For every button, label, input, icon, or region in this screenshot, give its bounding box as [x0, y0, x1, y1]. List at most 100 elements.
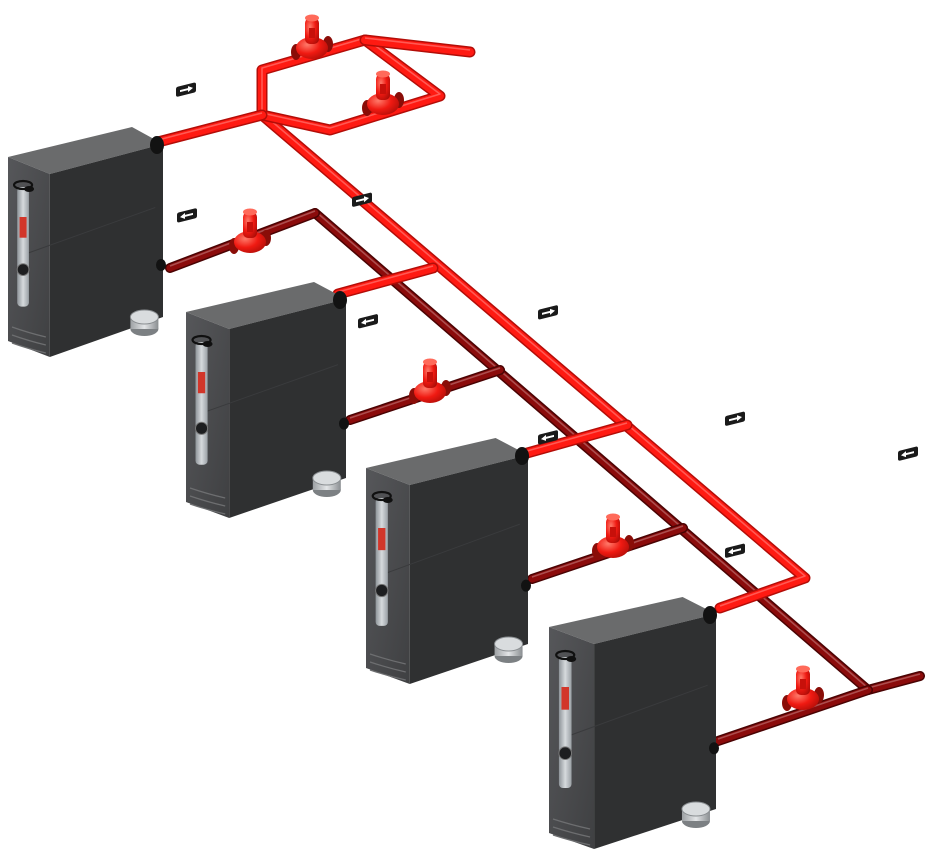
pump-terminal-box [427, 372, 433, 382]
boiler-display [378, 528, 386, 551]
arrow-glyph [180, 86, 193, 93]
boiler-power-knob [375, 583, 389, 598]
return-branch-4-body [714, 686, 872, 745]
supply-branch-2 [332, 262, 439, 300]
boiler-power-knob [195, 421, 209, 435]
drain-top [129, 309, 159, 325]
logo-dot [24, 186, 35, 192]
flow-arrows [176, 82, 918, 558]
brand-logo-icon [12, 179, 35, 192]
logo-ring [12, 179, 34, 191]
pump-terminal-box [610, 527, 616, 537]
boilers [8, 127, 719, 849]
boiler-icon [549, 597, 719, 849]
boiler-icon [186, 282, 349, 518]
boiler-power-knob [16, 263, 30, 276]
arrow-glyph [541, 434, 554, 441]
logo-ring [371, 490, 392, 502]
boiler-top [366, 438, 528, 485]
brand-logo-icon [191, 334, 213, 347]
boiler-side-seam [205, 364, 339, 413]
arrow-glyph [361, 318, 374, 325]
boiler-vent [189, 495, 226, 507]
supply-connector [515, 447, 529, 465]
arrow-glyph [542, 308, 555, 315]
system-pump-loop-body [258, 36, 444, 134]
supply-connector [150, 136, 164, 154]
arrow-glyph [729, 415, 742, 422]
boiler-vent [552, 818, 591, 830]
brand-logo-icon [555, 649, 577, 662]
arrow-glyph [180, 212, 193, 219]
return-branch-4-highlight [717, 687, 869, 740]
arrow-glyph [356, 196, 369, 203]
return-connector [156, 259, 166, 271]
boiler-side [594, 614, 716, 849]
return-branch-4 [713, 685, 873, 746]
boiler-display [19, 217, 27, 238]
arrow-glyph [901, 451, 914, 458]
drain-top [494, 636, 524, 652]
supply-branch-1-body [154, 111, 266, 146]
boiler-panel-strip [17, 187, 29, 307]
pump-motor-cap [423, 358, 437, 366]
logo-ring [191, 334, 212, 346]
boiler-icon [366, 438, 531, 684]
boiler-vent [369, 653, 406, 665]
boiler-vent [552, 834, 591, 846]
boiler-power-knob [558, 746, 573, 761]
circulator-pump-icon [592, 513, 634, 559]
pump-motor-cap [606, 513, 620, 521]
flow-arrow-icon [352, 192, 372, 207]
boiler-side [229, 299, 346, 518]
circulator-pump-icon [409, 358, 451, 404]
boiler-side [49, 144, 163, 357]
supply-connector [703, 606, 717, 624]
pump-terminal-box [247, 222, 253, 232]
flow-arrow-icon [725, 543, 745, 558]
boiler-panel-strip [195, 342, 208, 465]
boiler-vent [369, 669, 406, 681]
pumps [229, 14, 824, 711]
logo-ring [555, 649, 576, 661]
drain-top [681, 801, 711, 817]
boiler-vent [189, 503, 226, 515]
boiler-panel-strip [558, 657, 572, 789]
system-supply-outlet [359, 34, 476, 58]
pump-terminal-box [800, 679, 806, 689]
flow-arrow-icon [538, 305, 558, 320]
boiler-top [549, 597, 716, 644]
boiler-top [186, 282, 346, 329]
boiler-display [197, 372, 206, 394]
flow-arrow-icon [177, 208, 197, 223]
supply-header-highlight [261, 112, 806, 607]
system-pump-loop-highlight [261, 37, 441, 129]
return-connector [709, 742, 719, 755]
boiler-vent [11, 334, 46, 346]
system-pump-loop-shadow [256, 34, 446, 136]
supply-header [256, 109, 811, 614]
flow-arrow-icon [176, 82, 196, 97]
system-supply-outlet-highlight [364, 37, 471, 51]
boiler-display [561, 687, 570, 710]
boiler-icon [8, 127, 166, 357]
boiler-vent [189, 487, 226, 499]
logo-dot [202, 341, 213, 347]
boiler-side-seam [26, 207, 156, 254]
logo-dot [382, 497, 393, 503]
return-piping [165, 208, 925, 746]
boiler-panel-strip [375, 498, 388, 626]
supply-branch-2-highlight [337, 265, 434, 293]
flow-arrow-icon [538, 430, 558, 445]
circulator-pump-icon [362, 70, 404, 116]
supply-piping [152, 34, 811, 614]
circulator-pump-icon [229, 208, 271, 254]
circulator-pump-icon [291, 14, 333, 60]
boiler-vent [11, 342, 46, 354]
supply-branch-2-body [334, 264, 437, 298]
supply-connector [333, 291, 347, 309]
brand-logo-icon [371, 490, 393, 503]
drain-top [312, 470, 342, 486]
